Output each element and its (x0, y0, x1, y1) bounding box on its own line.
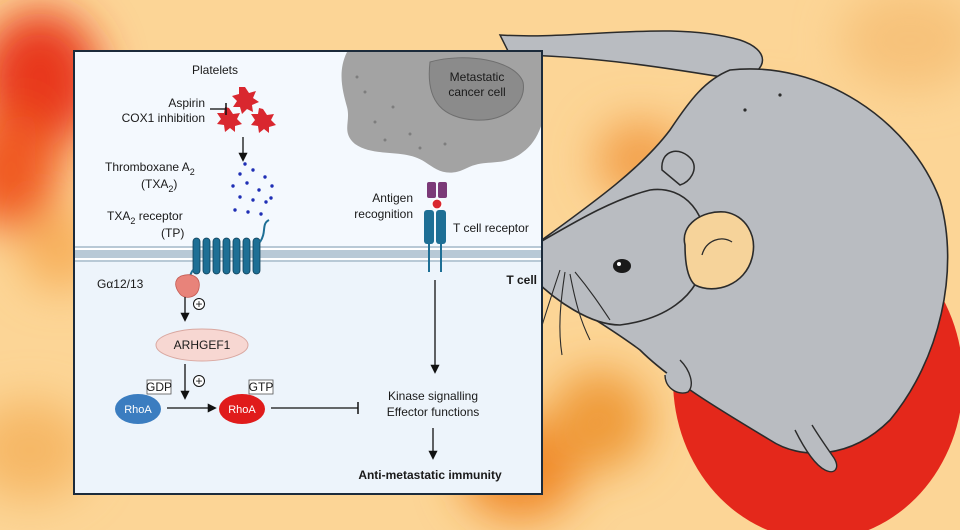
antigen-label-line1: Antigen (372, 191, 413, 205)
rhoa-gdp-label: RhoA (124, 404, 152, 416)
platelet-icon (217, 87, 276, 133)
anti-metastatic-label: Anti-metastatic immunity (358, 468, 502, 482)
rhoa-gtp-node (219, 394, 265, 424)
platelets-label: Platelets (192, 63, 238, 77)
rhoa-gdp-node (115, 394, 161, 424)
rhoa-gtp-label: RhoA (228, 404, 256, 416)
kinase-label: Kinase signalling (388, 389, 478, 403)
tcr-label: T cell receptor (453, 221, 529, 235)
t-cell-label: T cell (506, 273, 537, 287)
plus-symbol-2: + (195, 374, 202, 388)
cancer-nucleus (428, 57, 524, 121)
arhgef1-node (155, 328, 249, 362)
t-cell-interior (75, 262, 541, 493)
tp-receptor-icon (192, 237, 261, 275)
mouse-illustration (498, 30, 960, 530)
thromboxane-label: Thromboxane A2 (105, 160, 195, 177)
txa2-receptor-label: TXA2 receptor (107, 209, 183, 226)
tp-label: (TP) (161, 226, 184, 240)
metastatic-label-line2: cancer cell (448, 85, 505, 99)
effector-label: Effector functions (387, 405, 480, 419)
gdp-tag: GDP (146, 380, 172, 394)
plus-symbol-1: + (195, 297, 202, 311)
aspirin-label: Aspirin (168, 96, 205, 110)
antigen-label-line2: recognition (354, 207, 413, 221)
gtp-tag: GTP (249, 380, 274, 394)
tcr-icon (424, 182, 447, 272)
thromboxane-dots-icon (231, 162, 274, 216)
cox1-label: COX1 inhibition (122, 111, 205, 125)
galpha-label: Gα12/13 (97, 277, 144, 291)
txa2-label: (TXA2) (141, 177, 177, 194)
arhgef1-label: ARHGEF1 (174, 338, 231, 352)
galpha-protein-icon (175, 274, 200, 298)
metastatic-label-line1: Metastatic (450, 70, 505, 84)
pathway-diagram-panel: Metastatic cancer cell Platelets Aspirin… (73, 50, 543, 495)
